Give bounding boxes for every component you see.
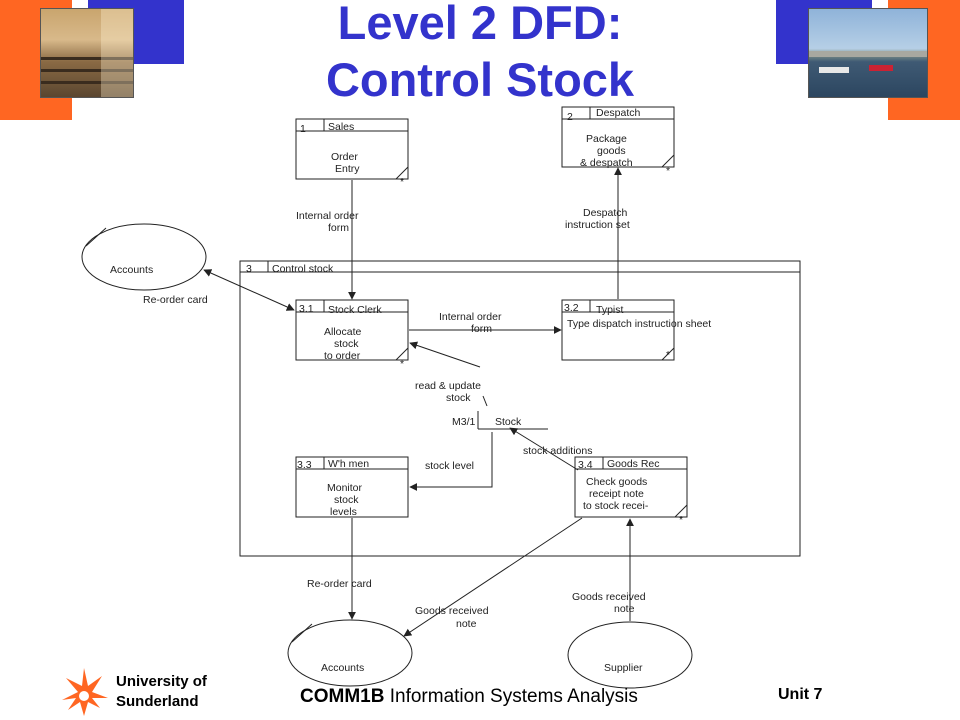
process-2-despatch: 2 Despatch Package goods & despatch *	[561, 106, 675, 177]
harbour-photo	[808, 8, 928, 98]
process-3-2-type-dispatch: 3.2 Typist Type dispatch instruction she…	[561, 299, 711, 361]
university-line-2: Sunderland	[116, 693, 199, 710]
process-3-4-actor: Goods Rec	[607, 458, 660, 470]
flow-internal-order-mid-label-1: Internal order	[439, 311, 502, 323]
flow-read-update-label-1: read & update	[415, 380, 481, 392]
flow-stock-level-label: stock level	[425, 460, 474, 472]
process-3-1-line-2: stock	[334, 338, 359, 350]
process-1-star: *	[400, 176, 404, 188]
university-line-1: University of	[116, 673, 207, 690]
process-1-actor: Sales	[328, 121, 354, 133]
flow-read-update-stock: read & update stock	[409, 341, 488, 407]
flow-reorder-top-label: Re-order card	[143, 294, 208, 306]
course-title: COMM1B Information Systems Analysis	[300, 686, 638, 708]
process-3-4-line-3: to stock recei-	[583, 500, 649, 512]
flow-internal-order-mid: Internal order form	[409, 311, 562, 335]
data-store-stock: M3/1 Stock	[452, 411, 548, 430]
process-3-3-line-3: levels	[330, 506, 357, 518]
supplier-label: Supplier	[604, 662, 643, 674]
process-3-3-line-2: stock	[334, 494, 359, 506]
process-1-number: 1	[300, 123, 306, 135]
process-3-4-number: 3.4	[578, 459, 593, 471]
flow-despatch-label-2: instruction set	[565, 219, 630, 231]
process-3-2-line-1: Type dispatch instruction sheet	[567, 318, 711, 330]
course-code: COMM1B	[300, 686, 385, 707]
process-3-4-check-goods: 3.4 Goods Rec Check goods receipt note t…	[574, 456, 688, 526]
flow-internal-order-top-label-2: form	[328, 222, 349, 234]
university-logo	[62, 668, 108, 716]
process-3-4-line-1: Check goods	[586, 476, 647, 488]
process-3-2-star: *	[666, 349, 670, 361]
process-1-line-1: Order	[331, 151, 358, 163]
flow-read-update-label-2: stock	[446, 392, 471, 404]
title-line-1: Level 2 DFD:	[337, 0, 623, 49]
store-name: Stock	[495, 416, 522, 428]
external-accounts-bottom: Accounts	[287, 619, 413, 687]
process-3-1-star: *	[400, 358, 404, 370]
process-3-2-number: 3.2	[564, 302, 579, 314]
flow-grn-left-label-1: Goods received	[415, 605, 489, 617]
process-3-1-line-1: Allocate	[324, 326, 362, 338]
external-supplier: Supplier	[567, 621, 693, 689]
slide-title: Level 2 DFD: Control Stock	[230, 0, 730, 108]
flow-reorder-bottom-label: Re-order card	[307, 578, 372, 590]
flow-despatch-instruction: Despatch instruction set	[565, 167, 630, 299]
flow-internal-order-top-label-1: Internal order	[296, 210, 359, 222]
flow-stock-additions: stock additions	[509, 427, 592, 471]
flow-internal-order-top: Internal order form	[296, 180, 359, 300]
flow-grn-left-label-2: note	[456, 618, 477, 630]
process-2-line-3: & despatch	[580, 157, 633, 169]
university-name: University of Sunderland	[116, 672, 207, 712]
process-3-1-number: 3.1	[299, 303, 314, 315]
process-1-order-entry: 1 Sales Order Entry *	[295, 118, 409, 188]
process-3-4-line-2: receipt note	[589, 488, 644, 500]
process-2-star: *	[666, 165, 670, 177]
process-3-3-number: 3.3	[297, 459, 312, 471]
process-2-line-1: Package	[586, 133, 627, 145]
office-photo	[40, 8, 134, 98]
flow-internal-order-mid-label-2: form	[471, 323, 492, 335]
process-2-actor: Despatch	[596, 107, 641, 119]
process-2-line-2: goods	[597, 145, 626, 157]
process-3-number: 3	[246, 263, 252, 275]
accounts-bottom-label: Accounts	[321, 662, 364, 674]
process-3-2-actor: Typist	[596, 304, 624, 316]
flow-despatch-label-1: Despatch	[583, 207, 628, 219]
flow-grn-right-label-1: Goods received	[572, 591, 646, 603]
unit-number: Unit 7	[778, 686, 823, 703]
flow-goods-received-right: Goods received note	[572, 518, 646, 621]
accounts-top-label: Accounts	[110, 264, 153, 276]
process-3-3-actor: W'h men	[328, 458, 369, 470]
flow-grn-right-label-2: note	[614, 603, 635, 615]
process-3-1-line-3: to order	[324, 350, 361, 362]
store-id: M3/1	[452, 416, 476, 428]
flow-reorder-card-bottom: Re-order card	[307, 518, 372, 620]
course-name: Information Systems Analysis	[384, 686, 638, 707]
process-1-line-2: Entry	[335, 163, 360, 175]
flow-stock-level: stock level	[409, 432, 493, 491]
process-3-3-monitor-stock: 3.3 W'h men Monitor stock levels	[295, 456, 409, 518]
process-3-1-actor: Stock Clerk	[328, 304, 382, 316]
external-accounts-top: Accounts	[81, 223, 207, 291]
process-3-actor: Control stock	[272, 263, 334, 275]
process-3-1-allocate-stock: 3.1 Stock Clerk Allocate stock to order …	[295, 299, 409, 370]
flow-goods-received-left: Goods received note	[403, 517, 583, 637]
flow-reorder-card-top: Re-order card	[143, 269, 295, 311]
flow-stock-additions-label: stock additions	[523, 445, 592, 457]
process-3-3-line-1: Monitor	[327, 482, 363, 494]
process-3-4-star: *	[679, 514, 683, 526]
title-line-2: Control Stock	[325, 53, 635, 106]
process-2-number: 2	[567, 111, 573, 123]
